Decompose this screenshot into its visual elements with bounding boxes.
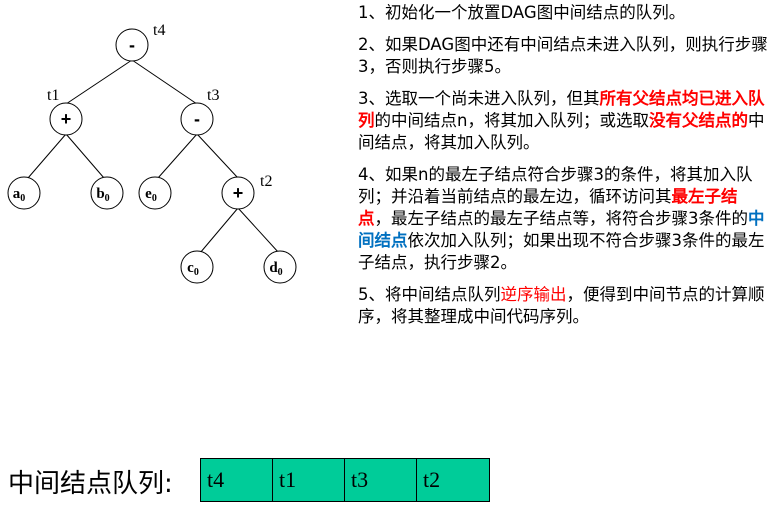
node-t1 xyxy=(49,102,83,136)
queue-cell: t3 xyxy=(345,459,417,501)
highlight-red: 所有父结点均已进入队列 xyxy=(358,89,765,130)
step-4: 4、如果n的最左子结点符合步骤3的条件，将其加入队列；并沿着当前结点的最左边，循… xyxy=(358,165,765,272)
step-2: 2、如果DAG图中还有中间结点未进入队列，则执行步骤3，否则执行步骤5。 xyxy=(358,35,768,76)
highlight-red: 没有父结点的 xyxy=(648,111,748,130)
leaf-label: c0 xyxy=(187,260,199,278)
node-t3 xyxy=(180,102,214,136)
node-t4 xyxy=(115,28,149,62)
queue-label: 中间结点队列: xyxy=(8,469,173,499)
intermediate-node-queue: t4 t1 t3 t2 xyxy=(200,458,490,502)
node-name-label: t1 xyxy=(47,87,59,104)
queue-cell: t2 xyxy=(417,459,489,501)
queue-cell: t4 xyxy=(201,459,273,501)
node-d0 xyxy=(263,250,297,284)
step-5: 5、将中间结点队列逆序输出，便得到中间节点的计算顺序，将其整理成中间代码序列。 xyxy=(358,285,765,326)
dag-tree-diagram: - + - + t4 t1 t3 t2 a0 b0 e0 c0 d0 xyxy=(7,22,297,284)
node-name-label: t3 xyxy=(207,87,219,104)
node-b0 xyxy=(90,176,124,210)
queue-cell: t1 xyxy=(273,459,345,501)
op-label: - xyxy=(194,109,200,129)
highlight-red: 逆序输出 xyxy=(500,285,567,304)
leaf-label: d0 xyxy=(269,260,282,278)
op-label: + xyxy=(233,183,244,203)
leaf-label: a0 xyxy=(13,186,26,204)
leaf-label: e0 xyxy=(145,186,157,204)
step-3: 3、选取一个尚未进入队列，但其所有父结点均已进入队列的中间结点n，将其加入队列；… xyxy=(358,89,765,152)
node-t2 xyxy=(221,176,255,210)
node-e0 xyxy=(138,176,172,210)
node-a0 xyxy=(7,176,41,210)
step-1: 1、初始化一个放置DAG图中间结点的队列。 xyxy=(358,3,686,22)
node-name-label: t2 xyxy=(260,173,272,190)
highlight-red: 最左子结点 xyxy=(358,187,738,228)
leaf-label: b0 xyxy=(96,186,109,204)
highlight-blue: 中间结点 xyxy=(358,209,765,250)
op-label: + xyxy=(61,109,72,129)
node-name-label: t4 xyxy=(153,22,165,39)
algorithm-steps: 1、初始化一个放置DAG图中间结点的队列。 2、如果DAG图中还有中间结点未进入… xyxy=(358,2,770,338)
op-label: - xyxy=(129,35,135,55)
node-c0 xyxy=(180,250,214,284)
